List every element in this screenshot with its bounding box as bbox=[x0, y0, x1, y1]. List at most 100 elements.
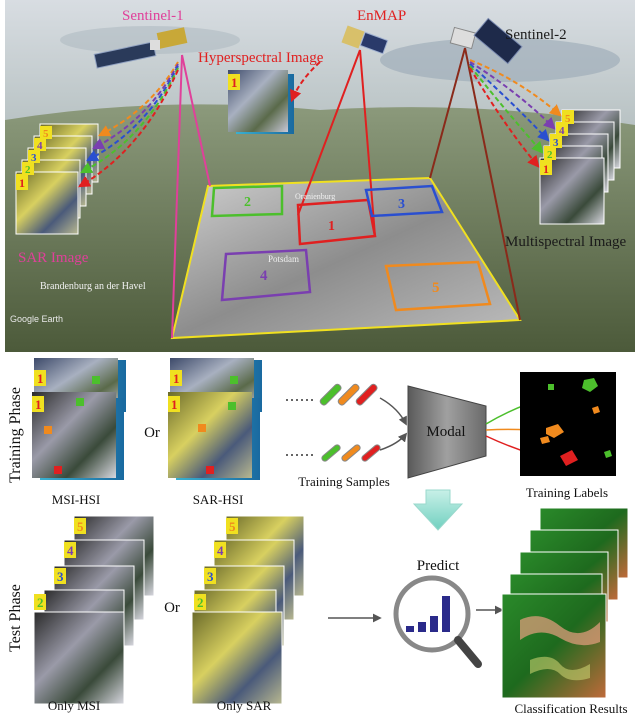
msi-data-arrow bbox=[469, 63, 550, 142]
hyperspectral-image-tile: 1 bbox=[228, 70, 294, 134]
sample-bar bbox=[361, 444, 381, 462]
test-phase-label: Test Phase bbox=[7, 584, 24, 652]
predict-down-arrow-icon bbox=[412, 489, 464, 531]
enmap-beam bbox=[359, 49, 376, 237]
tile-number: 1 bbox=[37, 371, 44, 386]
tile-number: 4 bbox=[217, 543, 224, 558]
enmap-label: EnMAP bbox=[357, 8, 406, 24]
training-labels-label: Training Labels bbox=[526, 485, 608, 500]
sar-data-arrow bbox=[97, 61, 179, 137]
region-number-1: 1 bbox=[328, 219, 335, 234]
stack-number: 2 bbox=[25, 164, 31, 176]
sample-bar bbox=[355, 383, 378, 406]
stack-number: 1 bbox=[543, 162, 549, 176]
or-label: Or bbox=[144, 425, 160, 441]
training-samples-label: Training Samples bbox=[298, 474, 390, 489]
stack-number: 3 bbox=[31, 152, 37, 164]
enmap-beam bbox=[297, 49, 361, 216]
training-labels-image bbox=[520, 372, 616, 476]
training-phase-label: Training Phase bbox=[7, 387, 24, 483]
tile-number: 4 bbox=[67, 543, 74, 558]
modal-block bbox=[407, 385, 487, 479]
tile-number: 5 bbox=[77, 519, 84, 534]
stack-number: 4 bbox=[37, 140, 43, 152]
sample-bar bbox=[337, 383, 360, 406]
msi-hsi-training-stack: 1 1 bbox=[32, 358, 126, 480]
only-msi-label: Only MSI bbox=[48, 698, 100, 713]
training-samples-group bbox=[286, 383, 381, 462]
classification-results-label: Classification Results bbox=[514, 701, 627, 716]
tile-number: 2 bbox=[197, 595, 204, 610]
stack-number: 5 bbox=[565, 113, 571, 125]
predict-label: Predict bbox=[417, 558, 460, 574]
to-modal-arrow bbox=[379, 432, 408, 451]
sentinel1-satellite-icon bbox=[93, 27, 188, 69]
multispectral-label: Multispectral Image bbox=[505, 234, 627, 250]
region-number-2: 2 bbox=[244, 195, 251, 210]
to-modal-arrow bbox=[379, 397, 407, 426]
msi-data-arrow bbox=[469, 65, 544, 154]
place-label: Oranienburg bbox=[295, 192, 335, 201]
sentinel2-beam bbox=[464, 47, 521, 321]
sentinel1-beam bbox=[181, 54, 211, 187]
sar-data-arrow bbox=[77, 69, 179, 188]
stack-number: 4 bbox=[559, 125, 565, 137]
sar-data-arrow bbox=[91, 63, 179, 150]
sample-bar bbox=[319, 383, 342, 406]
tile-number: 1 bbox=[173, 371, 180, 386]
sar-data-arrow bbox=[79, 67, 179, 174]
sentinel2-label: Sentinel-2 bbox=[505, 27, 567, 43]
tile-number: 3 bbox=[57, 569, 64, 584]
region-box-3 bbox=[364, 184, 444, 218]
stack-number: 2 bbox=[547, 149, 553, 161]
sar-data-arrow bbox=[85, 65, 179, 162]
region-number-4: 4 bbox=[260, 268, 268, 284]
google-earth-label: Google Earth bbox=[10, 314, 63, 324]
region-box-2 bbox=[210, 184, 284, 218]
msi-data-arrow bbox=[469, 67, 540, 168]
only-msi-test-stack: 5 4 3 2 bbox=[33, 515, 155, 705]
lake-shape bbox=[380, 38, 620, 82]
study-area-map bbox=[172, 178, 520, 338]
tile-number: 3 bbox=[207, 569, 214, 584]
msi-hsi-label: MSI-HSI bbox=[52, 492, 100, 507]
stack-number: 1 bbox=[231, 75, 238, 90]
hyperspectral-label: Hyperspectral Image bbox=[198, 50, 324, 66]
top-panel: 2 1 3 4 5 Brandenburg an der Havel Potsd… bbox=[5, 0, 635, 352]
stack-number: 5 bbox=[43, 128, 49, 140]
sar-hsi-training-stack: 1 1 bbox=[168, 358, 262, 480]
sar-label: SAR Image bbox=[18, 250, 89, 266]
tile-number: 5 bbox=[229, 519, 236, 534]
enmap-satellite-icon bbox=[341, 25, 389, 55]
sample-bar bbox=[321, 444, 341, 462]
stack-number: 3 bbox=[553, 137, 559, 149]
sentinel2-beam bbox=[429, 47, 466, 179]
enmap-data-arrow bbox=[289, 61, 321, 103]
or-label: Or bbox=[164, 600, 180, 616]
region-box-5 bbox=[384, 260, 492, 312]
magnifier-chart-icon bbox=[393, 575, 482, 668]
modal-label: Modal bbox=[426, 424, 465, 440]
place-label: Brandenburg an der Havel bbox=[40, 281, 146, 292]
only-sar-test-stack: 5 4 3 2 bbox=[191, 515, 305, 705]
region-box-1 bbox=[296, 198, 377, 246]
tile-number: 2 bbox=[37, 595, 44, 610]
msi-data-arrow bbox=[469, 59, 562, 117]
sentinel2-satellite-icon bbox=[449, 17, 523, 65]
region-box-4 bbox=[220, 248, 312, 302]
classification-results-stack bbox=[501, 507, 629, 699]
sentinel1-beam bbox=[171, 54, 183, 339]
place-label: Potsdam bbox=[268, 254, 299, 264]
only-sar-label: Only SAR bbox=[217, 698, 272, 713]
tile-number: 1 bbox=[171, 397, 178, 412]
region-number-3: 3 bbox=[398, 197, 405, 212]
stack-number: 1 bbox=[19, 176, 25, 190]
sample-bar bbox=[341, 444, 361, 462]
region-number-5: 5 bbox=[432, 280, 440, 296]
sar-hsi-label: SAR-HSI bbox=[193, 492, 244, 507]
msi-image-stack: 5 4 3 2 1 bbox=[539, 109, 621, 225]
sentinel1-label: Sentinel-1 bbox=[122, 8, 184, 24]
tile-number: 1 bbox=[35, 397, 42, 412]
msi-data-arrow bbox=[469, 61, 556, 130]
